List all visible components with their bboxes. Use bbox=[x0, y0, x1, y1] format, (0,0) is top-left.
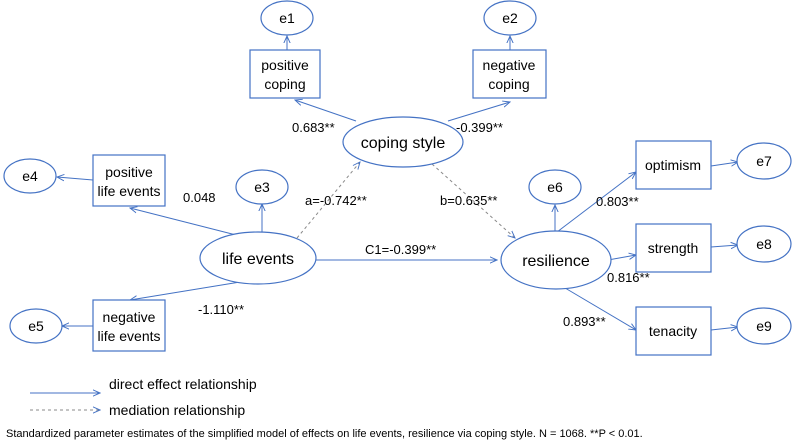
coef-path-b: b=0.635** bbox=[440, 193, 497, 208]
svg-text:optimism: optimism bbox=[645, 157, 701, 173]
error-e3: e3 bbox=[235, 169, 289, 205]
svg-text:e5: e5 bbox=[28, 318, 44, 334]
coef-positive-coping: 0.683** bbox=[292, 120, 335, 135]
observed-positive-coping: positive coping bbox=[249, 49, 321, 99]
error-e1: e1 bbox=[260, 0, 314, 36]
error-e2: e2 bbox=[483, 0, 537, 36]
svg-text:tenacity: tenacity bbox=[649, 323, 697, 339]
coef-path-c1: C1=-0.399** bbox=[365, 242, 436, 257]
edge-e7 bbox=[710, 162, 738, 166]
observed-strength: strength bbox=[635, 223, 712, 273]
error-e4: e4 bbox=[3, 158, 57, 194]
observed-negative-life-events: negative life events bbox=[92, 299, 166, 352]
edge-life-to-negative bbox=[130, 281, 241, 300]
latent-coping-style: coping style bbox=[342, 116, 464, 168]
svg-text:coping: coping bbox=[488, 76, 529, 92]
svg-text:life events: life events bbox=[97, 328, 160, 344]
svg-text:e9: e9 bbox=[756, 318, 772, 334]
edge-e8 bbox=[710, 245, 738, 247]
edge-res-to-tenacity bbox=[559, 284, 636, 330]
edge-e4 bbox=[57, 177, 94, 180]
coef-positive-life-events: 0.048 bbox=[183, 190, 216, 205]
error-e6: e6 bbox=[528, 169, 582, 205]
svg-text:life events: life events bbox=[222, 251, 294, 268]
svg-text:strength: strength bbox=[648, 240, 699, 256]
edge-path-a bbox=[296, 162, 360, 239]
observed-negative-coping: negative coping bbox=[472, 49, 547, 99]
error-e7: e7 bbox=[736, 142, 792, 180]
legend: direct effect relationship mediation rel… bbox=[30, 376, 257, 418]
svg-text:resilience: resilience bbox=[522, 253, 590, 270]
error-e5: e5 bbox=[9, 308, 63, 344]
svg-text:negative: negative bbox=[483, 57, 536, 73]
svg-text:negative: negative bbox=[103, 309, 156, 325]
observed-tenacity: tenacity bbox=[635, 306, 712, 356]
svg-text:e2: e2 bbox=[502, 10, 518, 26]
svg-text:e6: e6 bbox=[547, 179, 563, 195]
coef-strength: 0.816** bbox=[607, 270, 650, 285]
coef-optimism: 0.803** bbox=[596, 194, 639, 209]
legend-direct-label: direct effect relationship bbox=[109, 376, 257, 392]
observed-positive-life-events: positive life events bbox=[92, 154, 166, 207]
coef-tenacity: 0.893** bbox=[563, 314, 606, 329]
svg-text:e1: e1 bbox=[279, 10, 295, 26]
error-e8: e8 bbox=[736, 225, 792, 263]
svg-text:coping style: coping style bbox=[361, 135, 446, 152]
svg-text:e4: e4 bbox=[22, 168, 38, 184]
coef-path-a: a=-0.742** bbox=[305, 193, 367, 208]
svg-text:life events: life events bbox=[97, 183, 160, 199]
svg-text:e8: e8 bbox=[756, 236, 772, 252]
edge-path-b bbox=[431, 163, 515, 238]
svg-text:e7: e7 bbox=[756, 153, 772, 169]
observed-optimism: optimism bbox=[635, 140, 712, 190]
svg-text:positive: positive bbox=[105, 164, 153, 180]
edge-res-to-strength bbox=[607, 255, 636, 261]
figure-caption: Standardized parameter estimates of the … bbox=[6, 428, 643, 440]
edge-life-to-positive bbox=[130, 208, 241, 237]
svg-text:coping: coping bbox=[264, 76, 305, 92]
svg-text:positive: positive bbox=[261, 57, 309, 73]
edge-e9 bbox=[710, 327, 738, 330]
coef-negative-life-events: -1.110** bbox=[198, 302, 244, 317]
coef-negative-coping: -0.399** bbox=[456, 120, 503, 135]
latent-resilience: resilience bbox=[500, 230, 612, 290]
latent-life-events: life events bbox=[199, 231, 317, 285]
edge-coping-to-positive bbox=[295, 100, 357, 122]
legend-mediation-label: mediation relationship bbox=[109, 402, 245, 418]
edge-res-to-optimism bbox=[556, 172, 636, 233]
edge-coping-to-negative bbox=[447, 102, 510, 122]
error-e9: e9 bbox=[736, 307, 792, 345]
svg-text:e3: e3 bbox=[254, 179, 270, 195]
